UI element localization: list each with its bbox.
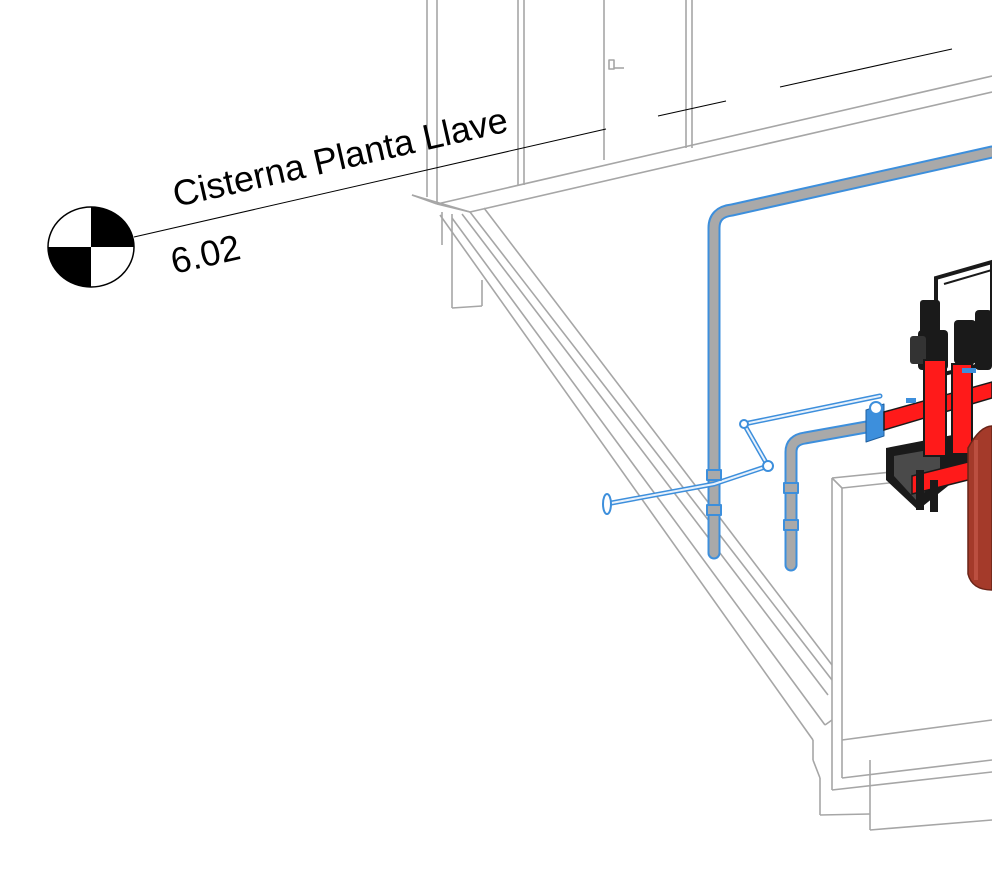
- level-symbol-icon: [47, 206, 135, 288]
- level-leader-line: [133, 128, 607, 238]
- structure-lines: [411, 0, 992, 831]
- hidden-edges: [657, 48, 953, 117]
- pipe-network[interactable]: [602, 145, 992, 572]
- pressure-tank[interactable]: [967, 425, 992, 591]
- pump-skid[interactable]: [883, 259, 992, 512]
- level-elevation: 6.02: [167, 226, 244, 282]
- level-name: Cisterna Planta Llave: [169, 99, 512, 215]
